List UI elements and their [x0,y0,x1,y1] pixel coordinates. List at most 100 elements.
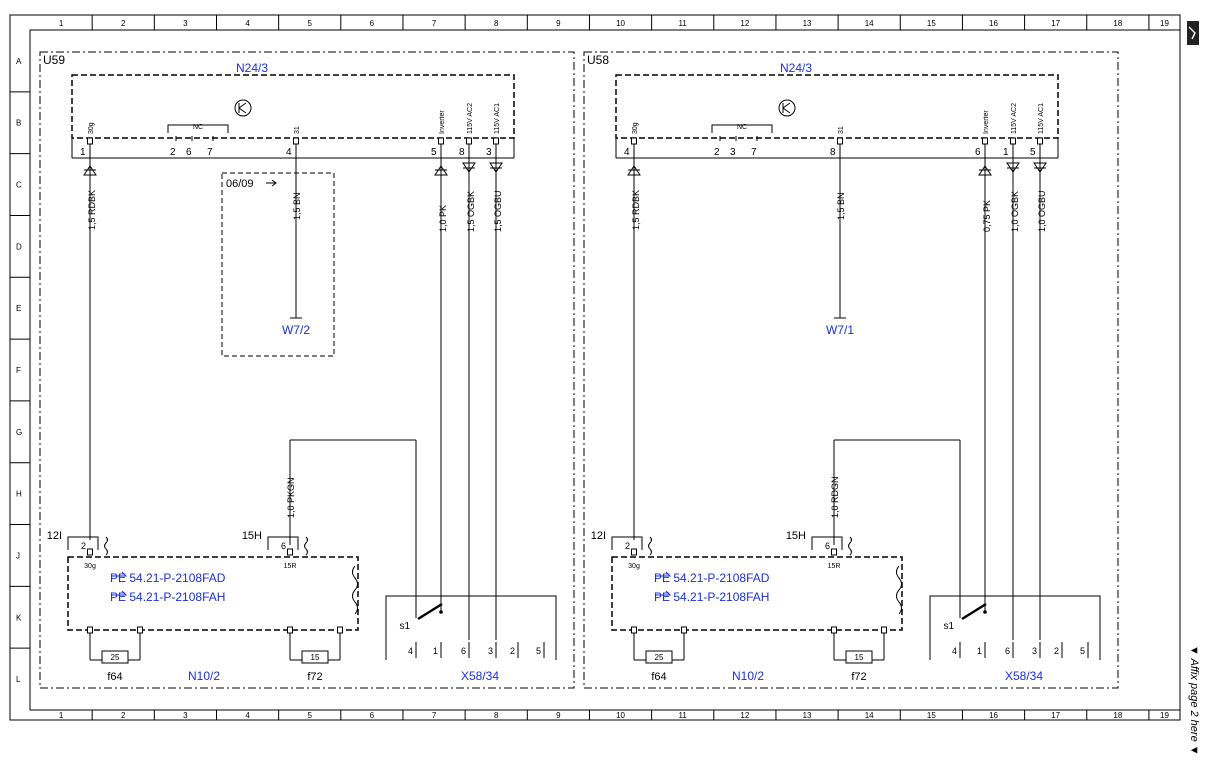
pin-marker [631,548,637,556]
wire-label: 0,75 PK [982,200,992,232]
fuse-wave [304,536,308,556]
pin-marker [466,137,472,145]
switch-contact [983,610,987,614]
connector-label: X58/34 [461,669,499,683]
column-label: 9 [556,19,561,28]
connector-pin: 6 [461,646,466,656]
pin-number: 1 [80,147,86,158]
nc-bracket [711,124,773,133]
column-label: 15 [927,711,936,720]
module-pin-label: 115V AC2 [1011,103,1018,134]
column-label: 3 [183,711,188,720]
connector-box [929,595,1101,660]
connector-label: X58/34 [1005,669,1043,683]
pin-marker [287,626,293,634]
column-label: 4 [245,711,250,720]
fuse-terminal: 30g [628,563,640,570]
transistor-icon [778,99,796,117]
fuse-wave [104,536,108,556]
pointing-hand-icon [112,571,128,596]
row-label: H [16,490,22,499]
pin-marker [831,548,837,556]
fuse-rating: 15 [311,653,320,662]
column-label: 13 [803,711,812,720]
fuse-element [101,650,129,664]
unit-id: U59 [43,53,65,67]
wire-label: 1,5 BN [836,192,846,220]
pin-number: 1 [1003,147,1009,158]
connector-pin: 2 [1054,646,1059,656]
module-pin-label: 115V AC2 [467,103,474,134]
fuse-terminal: 15R [284,563,297,570]
column-label: 1 [59,711,64,720]
connector-pin: 4 [952,646,957,656]
wire-label: 1,5 RDBK [631,190,641,230]
module-box [71,74,515,139]
connector-pin: 3 [1032,646,1037,656]
n10-box [611,556,903,631]
switch-label: s1 [399,621,410,632]
wire-label: 1,5 OGBU [493,190,503,232]
column-label: 9 [556,711,561,720]
wire-label: 1,5 RDBK [87,190,97,230]
wire-label: 1,0 RDGN [830,476,840,518]
column-label: 5 [308,19,313,28]
switch-lever [961,602,987,621]
pin-number: 6 [975,147,981,158]
transistor-icon [782,102,791,109]
wire-label: 1,0 OGBU [1037,190,1047,232]
pin-marker [87,626,93,634]
column-label: 2 [121,19,126,28]
drawing-frame: 1122334455667788991010111112121313141415… [9,14,1181,721]
nc-label: NC [737,124,747,131]
fuse-block-label: 15H [242,530,262,542]
connector-box [385,595,557,660]
pin-number: 7 [207,147,213,158]
fuse-bracket [67,536,99,550]
column-label: 8 [494,19,499,28]
pin-number: 5 [431,147,437,158]
pin-marker [631,137,637,145]
pin-marker [293,137,299,145]
fuse-element [645,650,673,664]
fuse-bracket [811,536,843,550]
n10-label: N10/2 [732,669,764,683]
unit-id: U58 [587,53,609,67]
fuse-wave [848,536,852,556]
column-label: 12 [740,19,749,28]
column-label: 17 [1051,19,1060,28]
pin-marker [493,137,499,145]
row-label: F [16,366,21,375]
row-label: L [16,675,21,684]
transistor-icon [238,102,247,109]
module-pin-label: 115V AC1 [1038,103,1045,134]
pin-marker [982,137,988,145]
fuse-name: f72 [851,671,866,683]
fuse-block-label: 12I [591,530,606,542]
column-label: 6 [370,711,375,720]
pin-number: 6 [186,147,192,158]
fuse-pin: 6 [825,541,830,551]
column-label: 17 [1051,711,1060,720]
column-label: 14 [865,711,874,720]
column-label: 6 [370,19,375,28]
column-label: 15 [927,19,936,28]
ground-label: W7/2 [282,323,310,337]
nc-label: NC [193,124,203,131]
n10-box [67,556,359,631]
row-label: A [16,57,22,66]
column-label: 1 [59,19,64,28]
module-box [615,74,1059,139]
corner-icon [1187,21,1199,45]
row-label: D [16,242,22,251]
pe-reference: PE 54.21-P-2108FAH [110,590,225,604]
fuse-rating: 15 [855,653,864,662]
fuse-terminal: 30g [84,563,96,570]
pe-reference: PE 54.21-P-2108FAD [110,571,226,585]
module-pin-label: 30g [88,122,95,134]
pin-number: 3 [730,147,736,158]
connector-pin: 2 [510,646,515,656]
column-label: 16 [989,19,998,28]
row-label: B [16,119,21,128]
pin-number: 4 [624,147,630,158]
